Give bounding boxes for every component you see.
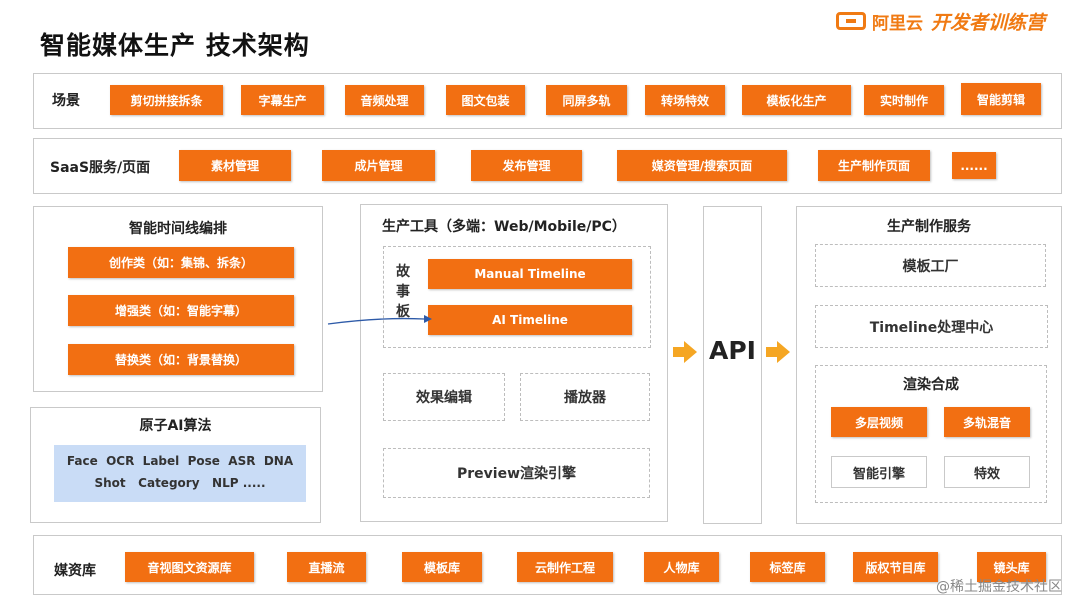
saas-item: 生产制作页面 bbox=[818, 150, 930, 181]
ai-panel-title: 原子AI算法 bbox=[139, 418, 212, 434]
scene-item: 智能剪辑 bbox=[961, 83, 1041, 115]
render-compose-title: 渲染合成 bbox=[903, 377, 959, 393]
smart-engine-box: 智能引擎 bbox=[831, 456, 927, 488]
logo-brand: 阿里云 bbox=[872, 13, 923, 34]
brand-logo: 阿里云 开发者训练营 bbox=[836, 6, 1045, 36]
multi-layer-video-box: 多层视频 bbox=[831, 407, 927, 437]
template-factory-box: 模板工厂 bbox=[815, 244, 1046, 287]
preview-engine-box: Preview渲染引擎 bbox=[383, 448, 650, 498]
multi-track-audio-box: 多轨混音 bbox=[944, 407, 1030, 437]
scene-item: 音频处理 bbox=[345, 85, 424, 115]
scene-item: 转场特效 bbox=[645, 85, 725, 115]
arrow-right-icon bbox=[766, 341, 790, 363]
media-item: 音视图文资源库 bbox=[125, 552, 254, 582]
scene-item: 字幕生产 bbox=[241, 85, 324, 115]
arrow-right-icon bbox=[673, 341, 697, 363]
timeline-panel-title: 智能时间线编排 bbox=[129, 221, 227, 237]
ai-algorithms-box bbox=[54, 445, 306, 502]
api-box bbox=[703, 206, 762, 524]
ai-algorithms-line2: Shot Category NLP ..... bbox=[94, 476, 266, 490]
logo-slogan: 开发者训练营 bbox=[931, 11, 1046, 34]
timeline-item: 创作类（如：集锦、拆条） bbox=[68, 247, 294, 278]
watermark: @稀土掘金技术社区 bbox=[936, 579, 1062, 595]
player-box: 播放器 bbox=[520, 373, 650, 421]
media-item: 云制作工程 bbox=[517, 552, 613, 582]
effects-box: 特效 bbox=[944, 456, 1030, 488]
saas-item: 素材管理 bbox=[179, 150, 291, 181]
api-label: API bbox=[709, 336, 756, 365]
media-label: 媒资库 bbox=[54, 563, 96, 579]
media-item: 标签库 bbox=[750, 552, 825, 582]
media-item: 模板库 bbox=[402, 552, 482, 582]
scene-item: 剪切拼接拆条 bbox=[110, 85, 223, 115]
page-title: 智能媒体生产 技术架构 bbox=[40, 31, 310, 60]
effect-edit-box: 效果编辑 bbox=[383, 373, 505, 421]
saas-item: ...... bbox=[952, 152, 996, 179]
ai-timeline-box: AI Timeline bbox=[428, 305, 632, 335]
saas-item: 发布管理 bbox=[471, 150, 582, 181]
scene-item: 实时制作 bbox=[864, 85, 944, 115]
timeline-item: 增强类（如：智能字幕） bbox=[68, 295, 294, 326]
media-item: 直播流 bbox=[287, 552, 366, 582]
scene-item: 图文包装 bbox=[446, 85, 525, 115]
manual-timeline-box: Manual Timeline bbox=[428, 259, 632, 289]
service-panel-title: 生产制作服务 bbox=[887, 219, 971, 235]
saas-label: SaaS服务/页面 bbox=[50, 160, 151, 176]
saas-item: 媒资管理/搜索页面 bbox=[617, 150, 787, 181]
media-item: 镜头库 bbox=[977, 552, 1046, 582]
media-item: 版权节目库 bbox=[853, 552, 938, 582]
timeline-item: 替换类（如：背景替换） bbox=[68, 344, 294, 375]
storyboard-label: 故事板 bbox=[396, 264, 410, 320]
timeline-center-box: Timeline处理中心 bbox=[815, 305, 1048, 348]
saas-item: 成片管理 bbox=[322, 150, 435, 181]
scene-label: 场景 bbox=[52, 93, 80, 109]
ai-algorithms-line1: Face OCR Label Pose ASR DNA bbox=[66, 454, 294, 468]
media-item: 人物库 bbox=[644, 552, 719, 582]
tools-panel-title: 生产工具（多端：Web/Mobile/PC） bbox=[382, 219, 626, 235]
scene-item: 同屏多轨 bbox=[546, 85, 627, 115]
aliyun-logo-icon bbox=[836, 12, 866, 30]
timeline-connector-arrow bbox=[327, 315, 432, 325]
scene-item: 模板化生产 bbox=[742, 85, 851, 115]
